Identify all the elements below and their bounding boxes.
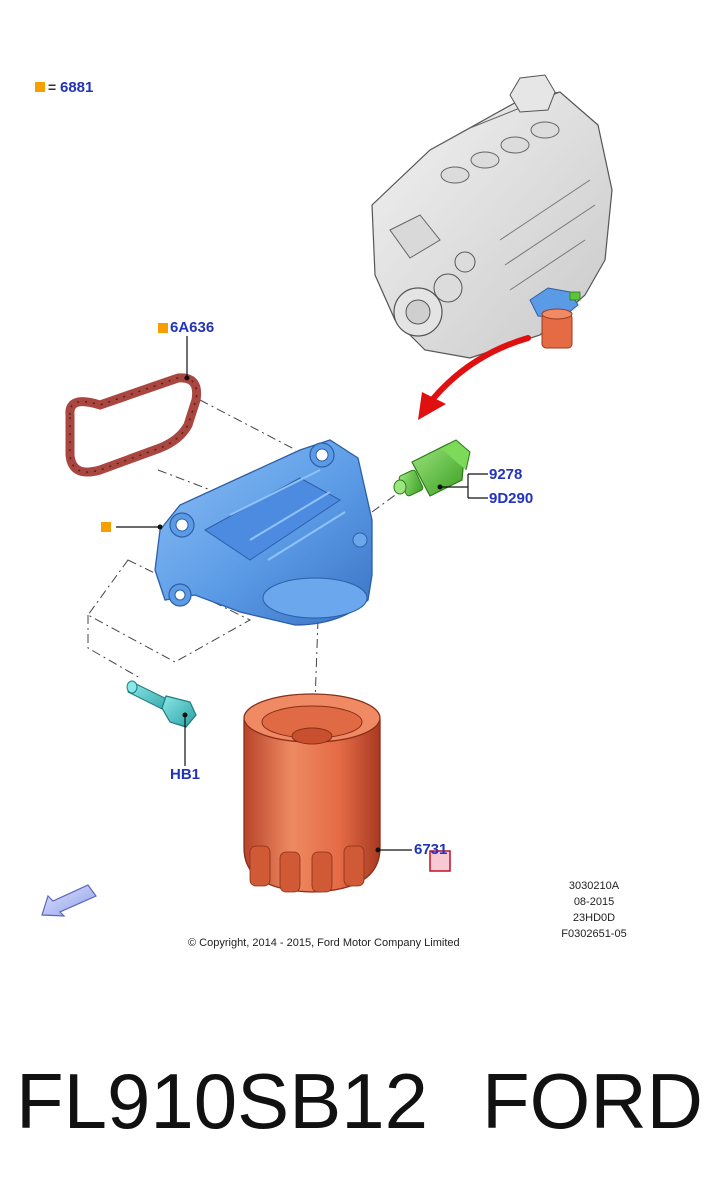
product-brand: FORD — [482, 1057, 703, 1145]
label-gasket[interactable]: 6A636 — [170, 319, 215, 336]
product-part-number: FL910SB12 — [16, 1057, 428, 1145]
sensor-part — [393, 439, 471, 497]
legend-code[interactable]: 6881 — [60, 79, 94, 96]
label-sensor-a[interactable]: 9278 — [489, 466, 523, 483]
drawing-info-2: 08-2015 — [573, 896, 615, 908]
drawing-info-4: F0302651-05 — [561, 928, 627, 940]
label-bolt[interactable]: HB1 — [170, 766, 201, 783]
copyright-text: © Copyright, 2014 - 2015, Ford Motor Com… — [188, 937, 460, 949]
bolt-part — [126, 680, 197, 728]
oil-filter-part — [243, 693, 381, 893]
location-arrow — [418, 335, 531, 420]
filter-housing-part — [154, 439, 373, 626]
gasket-marker-icon — [158, 323, 168, 333]
leader-lines — [116, 336, 488, 851]
label-filter[interactable]: 6731 — [414, 841, 448, 858]
highlight-marker — [429, 850, 451, 872]
gasket-part — [65, 373, 202, 477]
legend-marker-icon — [35, 82, 45, 92]
label-sensor-b[interactable]: 9D290 — [489, 490, 534, 507]
housing-marker-icon — [101, 522, 111, 532]
drawing-info-1: 3030210A — [568, 880, 620, 892]
engine-illustration — [371, 74, 613, 359]
legend-equals: = — [48, 79, 57, 95]
back-arrow-icon[interactable] — [40, 882, 100, 920]
drawing-info-3: 23HD0D — [572, 912, 616, 924]
